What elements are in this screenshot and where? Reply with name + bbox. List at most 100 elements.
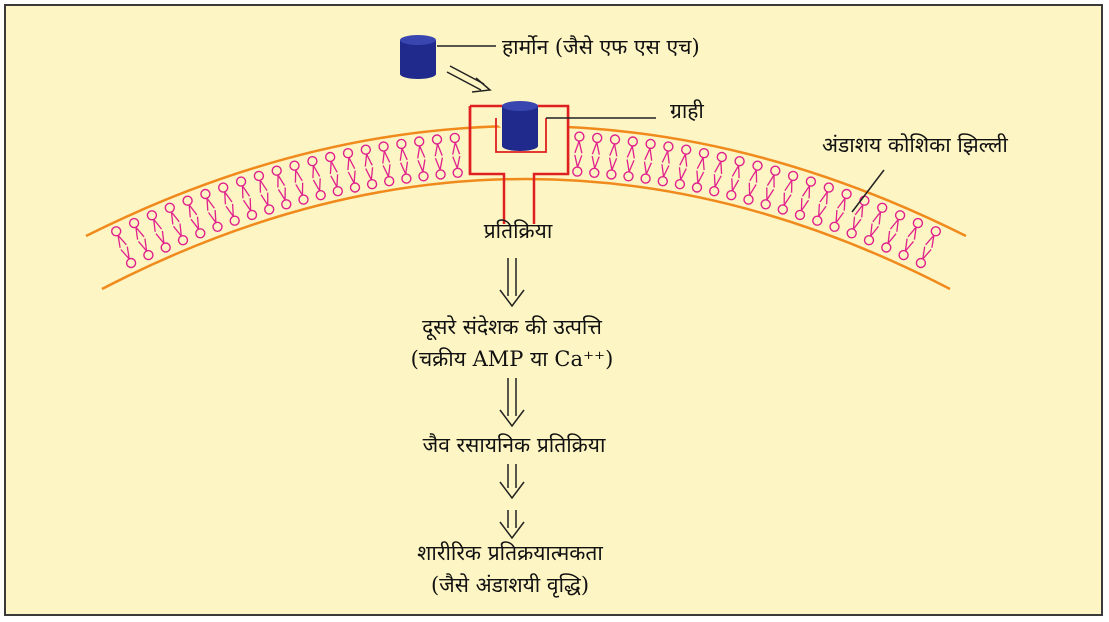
membrane-label: अंडाशय कोशिका झिल्ली bbox=[822, 133, 1008, 157]
lipid-tail bbox=[609, 143, 616, 156]
lipid-tail bbox=[170, 211, 180, 223]
lipid-tail bbox=[336, 174, 339, 187]
lipid-tail bbox=[887, 230, 891, 244]
lipid-tail bbox=[720, 161, 723, 174]
lipid-head bbox=[877, 202, 888, 214]
lipid-tail bbox=[626, 145, 633, 158]
lipid-tail bbox=[242, 199, 252, 211]
lipid-tail bbox=[679, 153, 686, 166]
hormone-molecule bbox=[400, 35, 436, 79]
lipid-head bbox=[160, 242, 171, 253]
lipid-tail bbox=[596, 142, 600, 155]
lipid-tail bbox=[684, 154, 688, 167]
lipid-tail bbox=[819, 191, 828, 203]
lipid-tail bbox=[214, 210, 217, 223]
lipid-tail bbox=[179, 223, 182, 237]
lipid-tail bbox=[591, 155, 596, 169]
lipid-head bbox=[698, 147, 710, 159]
lipid-tail bbox=[870, 225, 880, 237]
lipid-tail bbox=[434, 158, 441, 171]
lipid-tail bbox=[153, 218, 163, 230]
lipid-tail bbox=[608, 157, 613, 171]
lipid-tail bbox=[231, 203, 234, 217]
lipid-head bbox=[253, 170, 265, 182]
lipid-tail bbox=[737, 165, 740, 179]
lipid-tail bbox=[749, 169, 757, 182]
lipid-tail bbox=[188, 204, 191, 218]
lipid-head bbox=[829, 221, 840, 233]
lipid-head bbox=[787, 170, 799, 182]
lipid-tail bbox=[161, 230, 165, 244]
lipid-head bbox=[143, 249, 154, 261]
lipid-tail bbox=[417, 145, 421, 159]
lipid-tail bbox=[644, 148, 651, 161]
lipid-tail bbox=[696, 170, 699, 184]
lipid-tail bbox=[870, 223, 873, 237]
lipid-tail bbox=[731, 165, 740, 177]
lipid-head bbox=[217, 182, 229, 193]
lipid-head bbox=[823, 182, 834, 193]
lipid-tail bbox=[913, 227, 917, 240]
lipid-head bbox=[298, 194, 309, 205]
lipid-head bbox=[360, 144, 371, 155]
lipid-tail bbox=[366, 153, 373, 166]
lipid-tail bbox=[330, 161, 338, 173]
lipid-head bbox=[716, 151, 727, 163]
lipid-tail bbox=[852, 218, 862, 230]
lipid-tail bbox=[766, 189, 775, 201]
lipid-head bbox=[452, 167, 463, 179]
lipid-head bbox=[681, 144, 692, 155]
lipid-tail bbox=[626, 159, 630, 172]
lipid-tail bbox=[678, 167, 682, 180]
lipid-tail bbox=[277, 189, 286, 201]
lipid-head bbox=[315, 189, 326, 201]
lipid-head bbox=[812, 215, 823, 226]
lipid-tail bbox=[347, 171, 355, 184]
lipid-head bbox=[726, 189, 737, 201]
lipid-tail bbox=[259, 179, 268, 192]
lipid-tail bbox=[400, 162, 407, 175]
lipid-tail bbox=[196, 216, 200, 230]
binding-arrow bbox=[446, 65, 492, 93]
lipid-head bbox=[841, 188, 852, 200]
lipid-tail bbox=[436, 143, 443, 156]
lipid-tail bbox=[126, 246, 130, 259]
lipid-tail bbox=[405, 161, 409, 175]
lipid-tail bbox=[224, 191, 227, 205]
lipid-tail bbox=[452, 142, 456, 155]
lipid-head bbox=[846, 228, 857, 239]
lipid-tail bbox=[382, 151, 385, 164]
lipid-tail bbox=[260, 194, 269, 206]
lipid-head bbox=[930, 226, 941, 237]
lipid-head bbox=[229, 215, 240, 226]
lipid-head bbox=[177, 234, 189, 246]
lipid-tail bbox=[889, 218, 899, 230]
second-messenger-detail: (चक्रीय AMP या Ca⁺⁺) bbox=[411, 347, 614, 371]
lipid-tail bbox=[456, 155, 461, 169]
lipid-head bbox=[246, 209, 258, 221]
lipid-head bbox=[264, 204, 275, 215]
diagram-frame: हार्मोन (जैसे एफ एस एच) ग्राही अंडाशय को… bbox=[4, 4, 1103, 616]
lipid-head bbox=[110, 226, 122, 237]
lipid-head bbox=[378, 141, 389, 152]
lipid-head bbox=[609, 134, 621, 145]
lipid-head bbox=[863, 234, 875, 246]
membrane-inner-edge bbox=[101, 177, 951, 291]
lipid-tail bbox=[365, 168, 372, 180]
lipid-head bbox=[435, 169, 446, 180]
lipid-head bbox=[663, 141, 674, 152]
lipid-head bbox=[912, 217, 924, 229]
lipid-tail bbox=[649, 148, 653, 161]
lipid-tail bbox=[818, 203, 821, 217]
lipid-tail bbox=[696, 157, 704, 170]
lipid-tail bbox=[439, 157, 444, 171]
lipid-tail bbox=[922, 246, 926, 259]
lipid-head bbox=[200, 188, 211, 200]
lipid-tail bbox=[611, 158, 618, 171]
biochemical-reaction-label: जैव रसायनिक प्रतिक्रिया bbox=[423, 433, 606, 457]
lipid-head bbox=[307, 155, 318, 167]
lipid-head bbox=[657, 175, 668, 187]
lipid-tail bbox=[801, 185, 811, 197]
lipid-tail bbox=[713, 174, 716, 187]
lipid-tail bbox=[417, 160, 424, 173]
